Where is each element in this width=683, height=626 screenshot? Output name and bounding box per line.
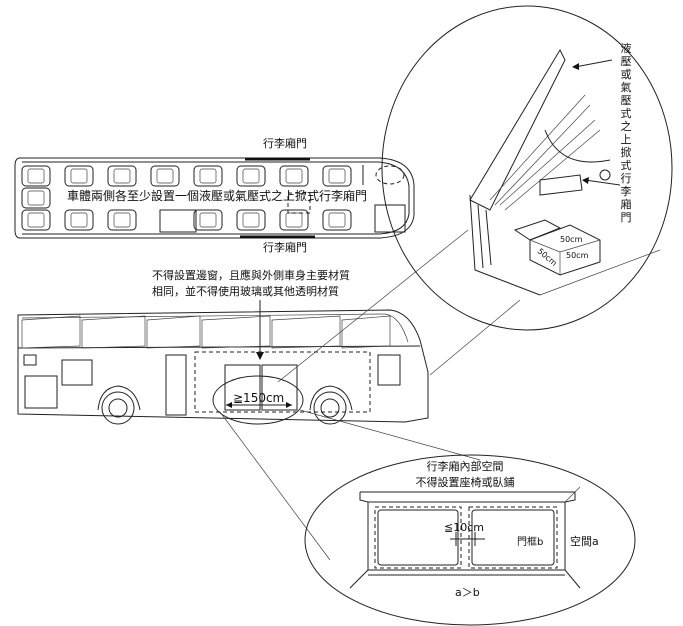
vertical-label-char: 行 [621,172,632,185]
interior-detail: 行李廂內部空間 不得設置座椅或臥鋪 ≦10cm 門框b 空間a a＞b [304,454,636,626]
bus-plan-view: 行李廂門 行李廂門 車體兩側各至少設置一個液壓或氣壓式之上掀式行李廂門 [14,136,415,254]
vertical-label-char: 氣 [621,80,632,94]
seat [279,165,309,187]
seat [107,165,137,187]
relation-label: a＞b [455,586,480,599]
seat [21,165,51,187]
seat [193,165,223,187]
luggage-box [529,224,601,276]
seat [107,209,137,231]
front-wheel [101,391,135,425]
side-window [341,315,391,349]
side-window [146,315,201,349]
door-detail-callout [212,375,304,425]
vertical-label-char: 壓 [621,55,632,68]
gap-label: ≦10cm [444,521,484,534]
vertical-label-char: 或 [621,68,632,81]
side-window [271,315,341,349]
vertical-label-char: 李 [621,184,632,198]
door-left [377,509,459,566]
lift-door-vertical-label: 液壓或氣壓式之上掀式行李廂門 [621,41,632,224]
door-label-bottom: 行李廂門 [263,240,307,254]
luggage-area-outline [194,351,371,413]
seat [322,209,352,231]
seat [236,209,266,231]
side-window [21,315,81,349]
box-dim-top: 50cm [560,235,583,244]
rear-wheel [313,391,347,425]
lift-door-detail: 50cm 50cm 50cm 液壓或氣壓式之上掀式行李廂門 [381,5,673,331]
seat [21,209,51,231]
vertical-label-char: 門 [621,211,632,224]
stair-well [159,209,197,233]
vertical-label-char: 之 [621,119,632,133]
vertical-label-char: 液 [621,41,632,55]
plan-requirement-text: 車體兩側各至少設置一個液壓或氣壓式之上掀式行李廂門 [67,188,367,203]
lifted-door-panel [469,48,566,211]
interior-title-1: 行李廂內部空間 [427,459,504,473]
vertical-label-char: 壓 [621,94,632,107]
door-label-top: 行李廂門 [263,136,307,150]
vertical-label-char: 掀 [621,145,632,159]
seat [150,165,180,187]
box-dim-front: 50cm [566,251,589,260]
vertical-label-char: 式 [621,107,632,120]
seat [193,209,223,231]
door-frame-label: 門框b [517,535,543,548]
side-window [201,315,271,349]
vertical-label-char: 廂 [621,197,632,211]
seat [64,165,94,187]
seat [21,187,51,209]
seat [64,209,94,231]
bus-side-view: ≧150cm [17,309,429,425]
space-label: 空間a [570,534,599,548]
seat [236,165,266,187]
note-line-1: 不得設置邊窗，且應與外側車身主要材質 [152,268,350,282]
side-window [81,315,146,349]
steering-wheel [375,165,405,185]
door-right [471,509,555,566]
seat [322,165,352,187]
vertical-label-char: 上 [621,133,632,146]
interior-title-2: 不得設置座椅或臥鋪 [416,475,515,489]
vertical-label-char: 式 [621,159,632,172]
note-line-2: 相同，並不得使用玻璃或其他透明材質 [152,284,339,298]
door-width-label: ≧150cm [233,391,284,405]
